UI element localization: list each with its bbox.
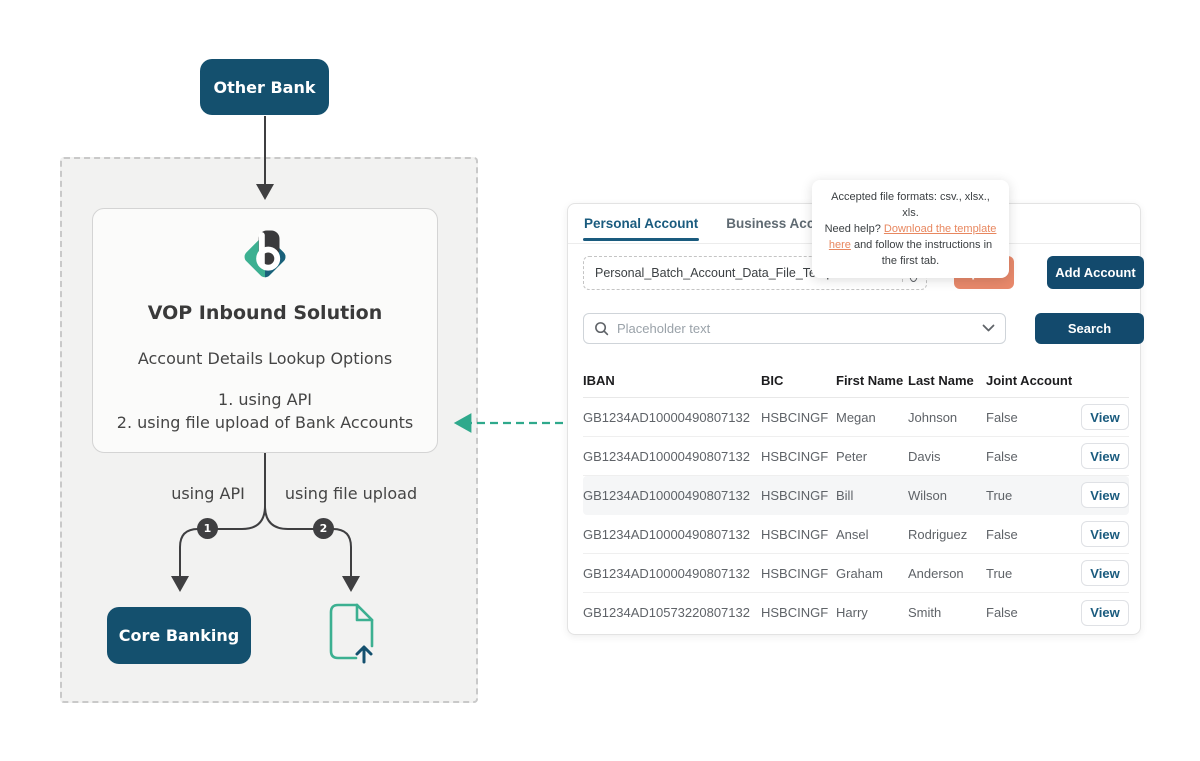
cell-action: View <box>1081 482 1129 508</box>
accounts-table: IBAN BIC First Name Last Name Joint Acco… <box>568 364 1142 632</box>
cell-last-name: Wilson <box>908 487 948 503</box>
cell-action: View <box>1081 443 1129 469</box>
cell-first-name: Peter <box>836 448 868 464</box>
cell-joint-account: False <box>986 409 1018 425</box>
view-button[interactable]: View <box>1081 443 1129 469</box>
chevron-down-icon[interactable] <box>982 324 995 333</box>
tooltip-line-2: Need help? Download the template here an… <box>822 221 999 269</box>
cell-bic: HSBCINGF <box>761 605 829 620</box>
table-row: GB1234AD10000490807132 HSBCINGF Bill Wil… <box>583 476 1129 515</box>
cell-last-name: Smith <box>908 605 942 620</box>
vop-title: VOP Inbound Solution <box>147 302 383 324</box>
table-body: GB1234AD10000490807132 HSBCINGF Megan Jo… <box>568 398 1142 632</box>
cell-joint-account: False <box>986 448 1018 464</box>
cell-last-name: Davis <box>908 448 941 464</box>
cell-bic: HSBCINGF <box>761 565 829 581</box>
cell-action: View <box>1081 599 1129 626</box>
file-format-tooltip: Accepted file formats: csv., xlsx., xls.… <box>812 180 1009 278</box>
cell-bic: HSBCINGF <box>761 526 829 542</box>
cell-first-name: Bill <box>836 487 854 503</box>
vop-options: 1. using API 2. using file upload of Ban… <box>92 388 438 434</box>
cell-joint-account: False <box>986 526 1018 542</box>
core-banking-node: Core Banking <box>107 607 251 664</box>
cell-bic: HSBCINGF <box>761 409 829 425</box>
tooltip-text-prefix: Need help? <box>824 223 884 235</box>
view-button[interactable]: View <box>1081 521 1129 547</box>
selected-file-name: Personal_Batch_Account_Data_File_Templat… <box>595 266 876 280</box>
search-field[interactable] <box>583 313 1006 344</box>
tooltip-text-suffix: and follow the instructions in the first… <box>850 239 993 267</box>
table-row: GB1234AD10000490807132 HSBCINGF Peter Da… <box>583 437 1129 476</box>
table-row: GB1234AD10000490807132 HSBCINGF Ansel Ro… <box>583 515 1129 554</box>
cell-action: View <box>1081 404 1129 430</box>
cell-first-name: Graham <box>836 565 883 581</box>
column-header-joint-account: Joint Account <box>986 373 1073 388</box>
cell-iban: GB1234AD10000490807132 <box>583 487 750 503</box>
download-template-link[interactable]: Download the template here <box>828 223 997 251</box>
table-row: GB1234AD10573220807132 HSBCINGF Harry Sm… <box>583 593 1129 632</box>
vop-option-1: 1. using API <box>218 390 312 409</box>
table-header-row: IBAN BIC First Name Last Name Joint Acco… <box>583 364 1129 398</box>
cell-action: View <box>1081 560 1129 586</box>
brand-logo-icon <box>236 226 294 284</box>
cell-bic: HSBCINGF <box>761 448 829 464</box>
file-upload-icon <box>326 601 378 665</box>
cell-iban: GB1234AD10000490807132 <box>583 448 750 464</box>
column-header-first-name: First Name <box>836 373 904 388</box>
vop-option-2: 2. using file upload of Bank Accounts <box>116 413 414 432</box>
cell-first-name: Harry <box>836 605 868 620</box>
table-row: GB1234AD10000490807132 HSBCINGF Graham A… <box>583 554 1129 593</box>
cell-first-name: Megan <box>836 409 876 425</box>
other-bank-label: Other Bank <box>213 77 316 97</box>
cell-iban: GB1234AD10000490807132 <box>583 565 750 581</box>
cell-first-name: Ansel <box>836 526 869 542</box>
cell-action: View <box>1081 521 1129 547</box>
view-button[interactable]: View <box>1081 599 1129 626</box>
cell-joint-account: True <box>986 487 1013 503</box>
vop-subtitle: Account Details Lookup Options <box>137 349 393 368</box>
cell-joint-account: True <box>986 565 1013 581</box>
cell-last-name: Johnson <box>908 409 958 425</box>
tab-personal-account[interactable]: Personal Account <box>583 204 700 244</box>
view-button[interactable]: View <box>1081 404 1129 430</box>
core-banking-label: Core Banking <box>118 626 240 645</box>
cell-iban: GB1234AD10573220807132 <box>583 605 750 620</box>
view-button[interactable]: View <box>1081 482 1129 508</box>
table-row: GB1234AD10000490807132 HSBCINGF Megan Jo… <box>583 398 1129 437</box>
branch-label-api: using API <box>171 484 245 503</box>
search-row: Search <box>583 313 1144 344</box>
branch-badge-1: 1 <box>197 518 218 539</box>
cell-iban: GB1234AD10000490807132 <box>583 409 750 425</box>
cell-last-name: Anderson <box>908 565 964 581</box>
search-button[interactable]: Search <box>1035 313 1144 344</box>
column-header-bic: BIC <box>761 373 784 388</box>
tooltip-line-1: Accepted file formats: csv., xlsx., xls. <box>831 191 990 219</box>
other-bank-node: Other Bank <box>200 59 329 115</box>
cell-iban: GB1234AD10000490807132 <box>583 526 750 542</box>
cell-last-name: Rodriguez <box>908 526 968 542</box>
search-icon <box>595 322 609 336</box>
column-header-iban: IBAN <box>583 373 615 388</box>
branch-badge-2: 2 <box>313 518 334 539</box>
view-button[interactable]: View <box>1081 560 1129 586</box>
branch-label-file-upload: using file upload <box>284 484 418 503</box>
column-header-last-name: Last Name <box>908 373 974 388</box>
add-account-button[interactable]: Add Account <box>1047 256 1144 289</box>
search-input[interactable] <box>617 321 982 336</box>
cell-joint-account: False <box>986 605 1018 620</box>
tab-personal-account-label: Personal Account <box>584 216 699 231</box>
cell-bic: HSBCINGF <box>761 487 829 503</box>
